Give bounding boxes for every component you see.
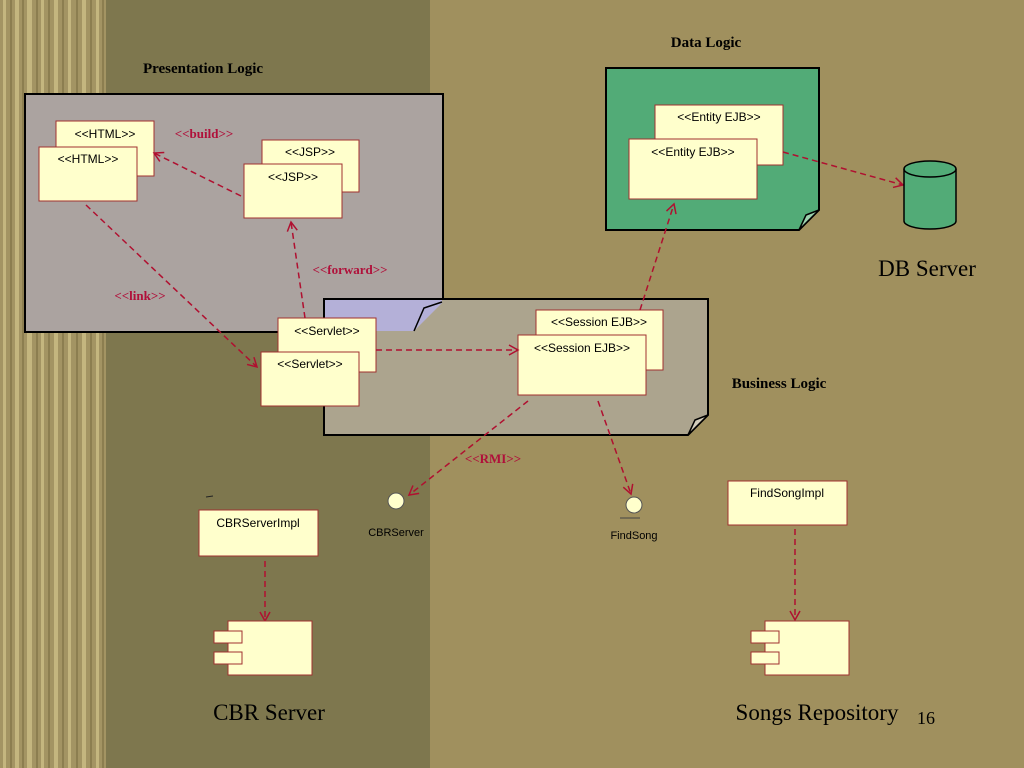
entity-to-db-arrow — [782, 151, 905, 189]
data-logic-label: Data Logic — [671, 35, 742, 51]
business-package-fold — [687, 414, 709, 436]
entity-ejb-component-back-label: <<Entity EJB>> — [677, 110, 760, 124]
page-number: 16 — [917, 708, 935, 728]
findsong-interface-arrow — [597, 400, 634, 496]
findsong-impl-component — [727, 480, 848, 526]
servlet-component-label: <<Servlet>> — [277, 357, 342, 371]
jsp-component-back-label: <<JSP>> — [285, 145, 335, 159]
session-ejb-component-back-label: <<Session EJB>> — [551, 315, 647, 329]
servlet-component-back-label: <<Servlet>> — [294, 324, 359, 338]
rmi-cbrserver-arrow — [407, 400, 529, 496]
html-component — [38, 146, 138, 202]
session-ejb-component — [517, 334, 647, 396]
data-package-fold — [798, 209, 820, 231]
html-component-label: <<HTML>> — [58, 152, 119, 166]
cbrserver-interface-icon — [387, 492, 405, 510]
cbr-server-impl-label: CBRServerImpl — [216, 516, 299, 530]
decorative-stripes — [0, 0, 106, 768]
db-server-label: DB Server — [878, 256, 976, 281]
rmi-stereotype-label: <<RMI>> — [465, 451, 521, 466]
findsong-interface-icon — [625, 496, 643, 514]
link-stereotype-label: <<link>> — [114, 288, 165, 303]
songs-repository-component-icon — [750, 620, 850, 676]
business-logic-label: Business Logic — [732, 376, 827, 392]
forward-dependency-arrow — [286, 220, 306, 319]
session-ejb-component-label: <<Session EJB>> — [534, 341, 630, 355]
findsong-interface-label: FindSong — [610, 530, 657, 542]
presentation-logic-label: Presentation Logic — [143, 61, 263, 77]
entity-ejb-component-label: <<Entity EJB>> — [651, 145, 734, 159]
cbr-server-label: CBR Server — [213, 700, 325, 725]
build-stereotype-label: <<build>> — [175, 126, 234, 141]
cbrserver-interface-label: CBRServer — [368, 527, 424, 539]
stray-mark — [205, 495, 214, 498]
jsp-component — [243, 163, 343, 219]
songs-repository-label: Songs Repository — [736, 700, 899, 725]
servlet-component — [260, 351, 360, 407]
session-to-entity-arrow — [639, 202, 677, 311]
cbr-server-impl-component — [198, 509, 319, 557]
cbr-server-component-icon — [213, 620, 313, 676]
build-dependency-arrow — [152, 151, 242, 197]
entity-ejb-component — [628, 138, 758, 200]
html-component-back-label: <<HTML>> — [75, 127, 136, 141]
database-icon — [903, 160, 957, 230]
forward-stereotype-label: <<forward>> — [312, 262, 387, 277]
jsp-component-label: <<JSP>> — [268, 170, 318, 184]
findsong-impl-label: FindSongImpl — [750, 486, 824, 500]
